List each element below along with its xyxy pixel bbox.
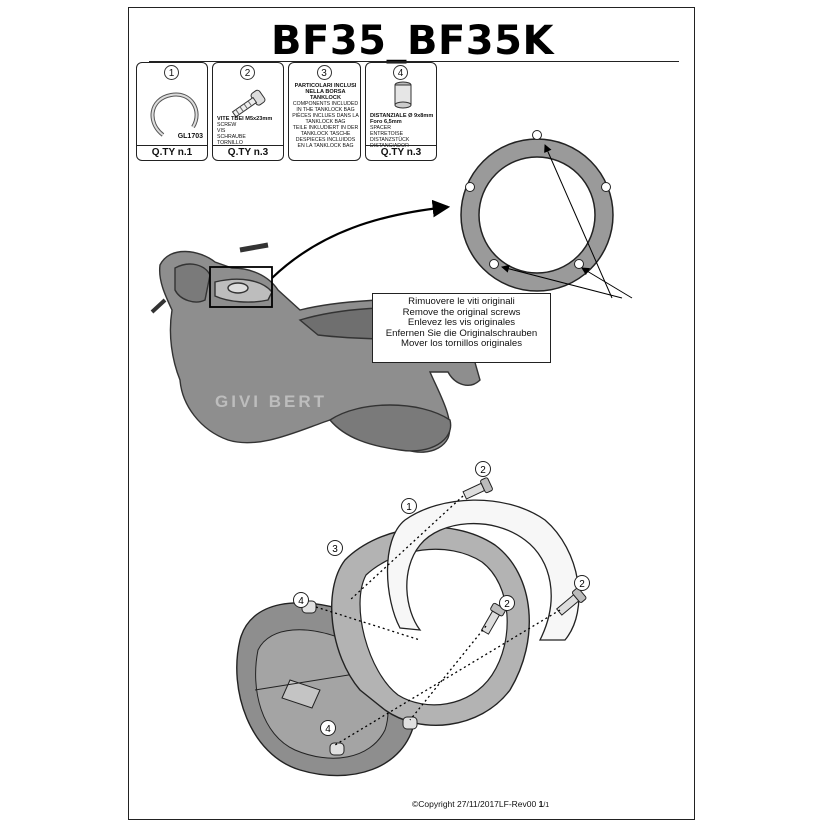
part-box-2: 2 VITE TBEI M5x23mm SCREW VIS SCHRAUBE T… — [212, 62, 284, 161]
gasket-ring — [386, 499, 580, 641]
part-code: GL1703 — [177, 133, 203, 140]
screw-c — [555, 587, 587, 616]
part-description: VITE TBEI M5x23mm SCREW VIS SCHRAUBE TOR… — [217, 116, 273, 146]
screw-icon — [231, 89, 266, 118]
watermark: GIVI BERT — [215, 392, 328, 411]
callout-leaders — [501, 144, 633, 299]
part-box-3: 3 PARTICOLARI INCLUSI NELLA BORSA TANKLO… — [288, 62, 361, 161]
spacer-b — [329, 742, 345, 756]
part-number: 3 — [316, 65, 332, 80]
copyright-text: ©Copyright 27/11/2017LF-Rev00 — [412, 799, 537, 809]
spacer-c — [402, 716, 418, 730]
label-flange: 3 — [332, 544, 338, 555]
callout-line-es: Mover los tornillos originales — [400, 338, 523, 350]
part-description: DISTANZIALE Ø 9x8mm Foro 6,5mm SPACER EN… — [370, 113, 434, 149]
label-spacer-a: 4 — [298, 596, 304, 607]
callout-line-it: Rimuovere le viti originali — [408, 296, 515, 307]
assembly-guides — [315, 495, 561, 746]
part-qty: Q.TY n.1 — [137, 145, 207, 160]
part-box-1: 1 GL1703 Q.TY n.1 — [136, 62, 208, 161]
screw-b — [480, 602, 506, 635]
remove-screws-callout: Rimuovere le viti originali Remove the o… — [372, 293, 551, 363]
part-number: 4 — [393, 65, 408, 80]
part-qty: Q.TY n.3 — [366, 145, 436, 160]
page-indicator: 1/1 — [538, 799, 550, 809]
part-number: 1 — [164, 65, 179, 80]
part-number: 2 — [240, 65, 255, 80]
callout-line-de: Enfernen Sie die Originalschrauben — [385, 327, 538, 339]
part-box-4: 4 DISTANZIALE Ø 9x8mm Foro 6,5mm SPACER … — [365, 62, 437, 161]
label-screw-a: 2 — [480, 465, 486, 476]
tank-cap-highlight — [209, 266, 273, 308]
label-spacer-b: 4 — [325, 724, 331, 735]
part-description: PARTICOLARI INCLUSI NELLA BORSA TANKLOCK… — [292, 83, 359, 149]
footer: ©Copyright 27/11/2017LF-Rev00 1/1 — [412, 799, 549, 809]
callout-numbers: 2 2 2 1 3 4 4 — [293, 461, 590, 736]
screw-a — [462, 477, 493, 500]
zoom-arrow — [271, 199, 451, 279]
label-screw-b: 2 — [504, 599, 510, 610]
callout-line-en: Remove the original screws — [402, 306, 521, 318]
part-qty: Q.TY n.3 — [213, 145, 283, 160]
spacer-icon — [394, 81, 412, 109]
tank-ring-detail — [460, 130, 614, 292]
label-screw-c: 2 — [579, 579, 585, 590]
ring-gasket-icon — [150, 92, 199, 137]
title-divider — [149, 61, 679, 62]
label-ring: 1 — [406, 502, 412, 513]
instruction-sheet: BF35_BF35K — [128, 7, 695, 820]
page-title: BF35_BF35K — [271, 18, 554, 64]
callout-line-fr: Enlevez les vis originales — [407, 317, 516, 329]
